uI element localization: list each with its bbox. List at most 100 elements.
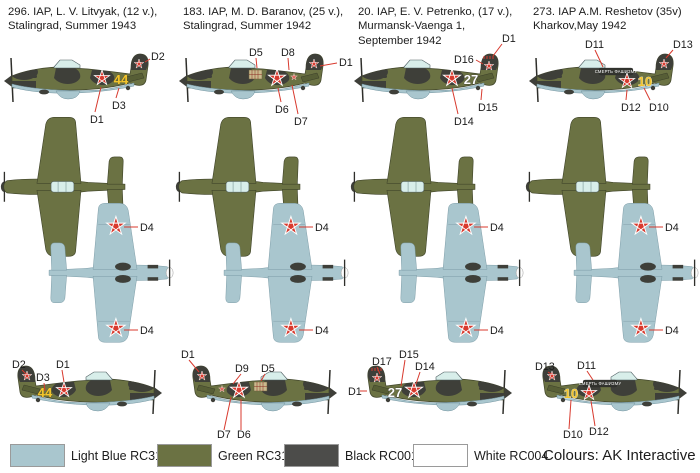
decal-callout-label: D1 bbox=[502, 33, 516, 45]
decal-callout-label: D6 bbox=[275, 104, 289, 116]
decal-callout-label: D9 bbox=[235, 363, 249, 375]
scheme-caption: 183. IAP, M. D. Baranov, (25 v.), Stalin… bbox=[183, 6, 344, 33]
callout: D7 bbox=[217, 396, 232, 441]
decal-callout-label: D13 bbox=[673, 39, 693, 51]
callout: D13 bbox=[535, 361, 555, 375]
decal-callout-label: D4 bbox=[665, 222, 679, 234]
side-profile-markings: 27 bbox=[443, 56, 493, 87]
callout: D15 bbox=[478, 88, 498, 114]
decal-callout-label: D14 bbox=[415, 361, 435, 373]
tactical-number: 27 bbox=[388, 385, 402, 400]
legend-label: Light Blue RC316 bbox=[71, 448, 169, 463]
legend-item: Light Blue RC316 bbox=[10, 444, 169, 467]
callout: D4 bbox=[649, 222, 679, 234]
colours-credit: Colours: AK Interactive bbox=[543, 447, 696, 464]
victory-tally-marks bbox=[483, 56, 494, 59]
scheme-column-litvyak: 44 D2 D3 D1 D4 D4 44 D2 D3 D1 296. IAP, … bbox=[0, 0, 175, 440]
color-swatch-light-blue bbox=[10, 444, 65, 467]
decal-callout-label: D15 bbox=[478, 102, 498, 114]
scheme-artwork: 44 D2 D3 D1 D4 D4 44 D2 D3 D1 bbox=[0, 51, 175, 440]
slogan-band bbox=[598, 67, 634, 76]
decal-callout-label: D3 bbox=[36, 372, 50, 384]
callout: D6 bbox=[237, 399, 251, 441]
decal-callout-label: D4 bbox=[140, 325, 154, 337]
decal-callout-label: D1 bbox=[181, 349, 195, 361]
side-profile-markings: 44 bbox=[94, 59, 143, 87]
decal-callout-label: D6 bbox=[237, 429, 251, 441]
side-profile-markings: СМЕРТЬ ФАШИЗМУ 10 bbox=[547, 371, 621, 401]
callout: D7 bbox=[291, 84, 308, 128]
color-swatch-black bbox=[284, 444, 339, 467]
callout: D1 bbox=[56, 359, 70, 383]
decal-callout-label: D1 bbox=[56, 359, 70, 371]
decal-callout-label: D5 bbox=[261, 363, 275, 375]
tactical-number: 27 bbox=[464, 72, 478, 87]
callout: D2 bbox=[12, 359, 27, 375]
decal-callout-label: D17 bbox=[372, 356, 392, 368]
callout: D14 bbox=[415, 361, 435, 385]
callout: D13 bbox=[665, 39, 693, 59]
decal-callout-label: D5 bbox=[249, 47, 263, 59]
callout: D1 bbox=[181, 349, 200, 373]
decal-callout-label: D12 bbox=[589, 426, 609, 438]
slogan-text: СМЕРТЬ ФАШИЗМУ bbox=[595, 69, 638, 74]
legend-label: White RC004 bbox=[474, 448, 549, 463]
decal-callout-label: D4 bbox=[490, 222, 504, 234]
scheme-artwork: СМЕРТЬ ФАШИЗМУ 10 D11 D13 D12 D10 D4 D4 … bbox=[525, 39, 700, 441]
callout: D1 bbox=[492, 33, 516, 57]
legend-label: Black RC001 bbox=[345, 448, 418, 463]
scheme-caption: 296. IAP, L. V. Litvyak, (12 v.), Stalin… bbox=[8, 6, 158, 33]
legend-label: Green RC315 bbox=[218, 448, 296, 463]
tactical-number: 44 bbox=[114, 72, 129, 87]
callout: D17 bbox=[372, 356, 392, 375]
decal-callout-label: D15 bbox=[399, 349, 419, 361]
scheme-artwork: 27 D1 D16 D15 D14 D4 D4 27 D1 D17 D15 D1… bbox=[348, 33, 525, 440]
side-profile-markings: 44 bbox=[22, 371, 71, 400]
decal-callout-label: D13 bbox=[535, 361, 555, 373]
scheme-caption: 20. IAP, E. V. Petrenko, (17 v.), Murman… bbox=[358, 6, 513, 47]
side-profile-markings bbox=[248, 59, 319, 85]
callout: D4 bbox=[299, 325, 329, 337]
callout: D16 bbox=[454, 54, 484, 66]
legend-item: White RC004 bbox=[413, 444, 548, 467]
tactical-number: 10 bbox=[638, 74, 652, 89]
scheme-artwork: D5 D8 D1 D6 D7 D4 D4 D1 D9 D5 D7 D6 bbox=[175, 47, 353, 441]
decal-callout-label: D1 bbox=[339, 57, 353, 69]
callout: D2 bbox=[144, 51, 165, 63]
decal-callout-label: D10 bbox=[649, 102, 669, 114]
callout: D5 bbox=[249, 47, 263, 69]
decal-callout-label: D1 bbox=[348, 386, 362, 398]
slogan-text: СМЕРТЬ ФАШИЗМУ bbox=[579, 381, 622, 386]
callout: D4 bbox=[649, 325, 679, 337]
decal-callout-label: D4 bbox=[665, 325, 679, 337]
tactical-number: 10 bbox=[564, 386, 578, 401]
decal-callout-label: D11 bbox=[585, 39, 604, 51]
decal-callout-label: D2 bbox=[151, 51, 165, 63]
callout: D12 bbox=[621, 89, 641, 114]
callout: D9 bbox=[232, 363, 249, 385]
callout: D10 bbox=[563, 399, 583, 441]
callout: D6 bbox=[275, 87, 289, 116]
callout: D15 bbox=[399, 349, 419, 387]
decal-callout-label: D2 bbox=[12, 359, 26, 371]
side-profile-markings: СМЕРТЬ ФАШИЗМУ 10 bbox=[595, 59, 669, 89]
decal-callout-label: D4 bbox=[490, 325, 504, 337]
callout: D4 bbox=[124, 222, 154, 234]
color-swatch-green bbox=[157, 444, 212, 467]
callout: D10 bbox=[643, 87, 669, 114]
decal-callout-label: D16 bbox=[454, 54, 474, 66]
side-profile-markings bbox=[197, 371, 268, 397]
decal-callout-label: D3 bbox=[112, 100, 126, 112]
decal-callout-label: D4 bbox=[140, 222, 154, 234]
callout: D3 bbox=[112, 87, 126, 112]
legend-item: Black RC001 bbox=[284, 444, 418, 467]
decal-callout-label: D8 bbox=[281, 47, 295, 59]
decal-callout-label: D11 bbox=[577, 360, 596, 372]
callout: D3 bbox=[36, 372, 50, 392]
scheme-column-petrenko: 27 D1 D16 D15 D14 D4 D4 27 D1 D17 D15 D1… bbox=[348, 0, 525, 440]
callout: D1 bbox=[90, 86, 104, 126]
callout: D1 bbox=[348, 386, 367, 398]
tactical-number: 44 bbox=[38, 385, 53, 400]
decal-callout-label: D10 bbox=[563, 429, 583, 441]
